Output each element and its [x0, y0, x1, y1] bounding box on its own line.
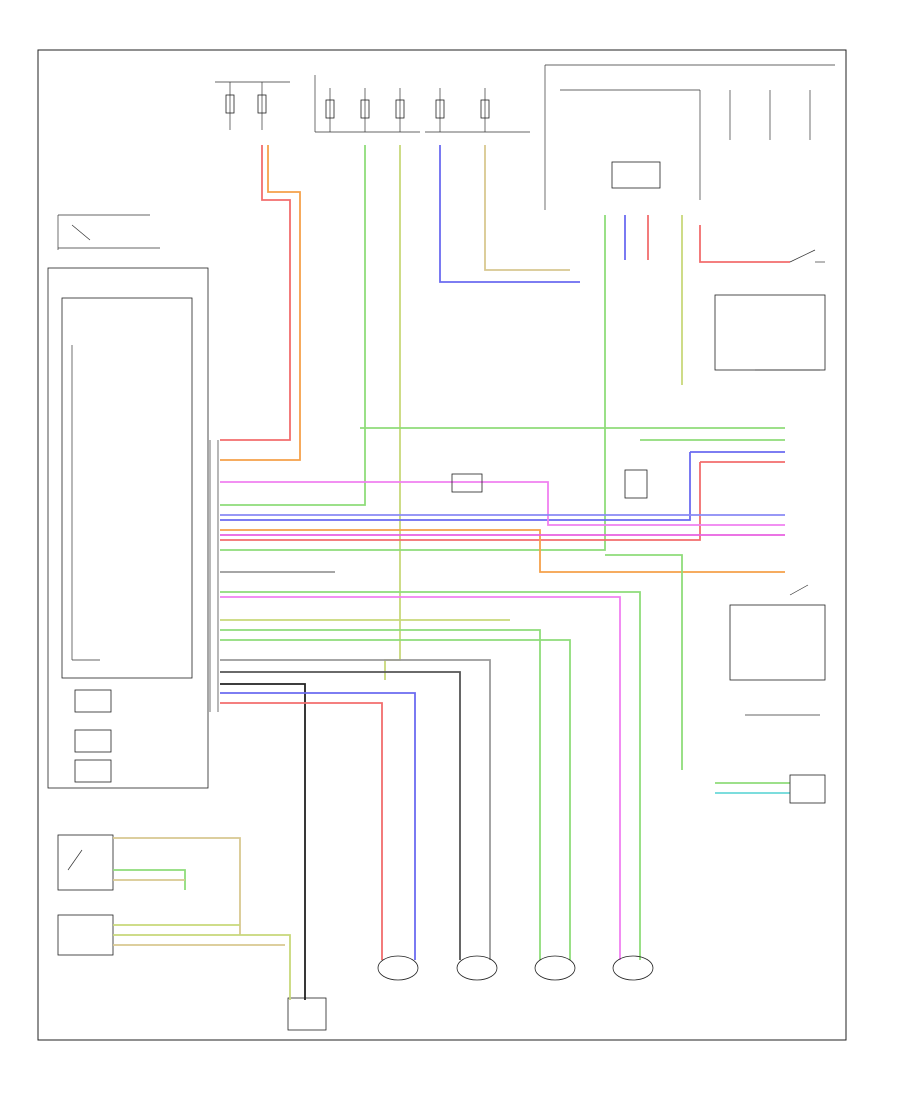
power-distribution-right: [544, 64, 835, 210]
wire-orange-main: [220, 145, 301, 461]
wire-green-lower-1: [220, 591, 641, 960]
wire-blue-bus: [220, 451, 785, 521]
switch-bottom-left: [57, 834, 114, 891]
relay-right: [714, 294, 826, 371]
wire-blue-fuse: [439, 145, 580, 283]
junction-center: [624, 469, 648, 499]
sensor-front-left: [456, 955, 498, 981]
connector-pin-column: [209, 440, 219, 712]
control-unit-main: [47, 267, 209, 789]
wire-pink-lower: [220, 596, 621, 960]
wire-tan-fuse: [484, 145, 570, 271]
wire-dark-gray-lower: [220, 671, 461, 960]
diagram-frame: [37, 49, 847, 1041]
wire-green-fuse: [220, 145, 366, 506]
wire-tan-bottom-left: [113, 837, 241, 935]
sensor-rear-right: [534, 955, 576, 981]
wire-red-main: [220, 145, 291, 441]
wire-red-brake: [699, 225, 790, 263]
wire-yellow-bottom-left: [113, 934, 291, 1000]
wire-red-bus: [220, 461, 785, 541]
fuse-box-top-mid: [314, 75, 420, 133]
fuse-box-top-right: [425, 88, 530, 133]
wire-green-power-down: [220, 215, 606, 551]
left-component-top: [57, 214, 160, 250]
wire-pink-bus: [220, 481, 785, 526]
fuse-box-top-left: [215, 81, 290, 130]
wire-red-lower: [220, 702, 383, 960]
wire-blue-lower: [220, 692, 416, 960]
wire-green-bottom-left: [113, 869, 186, 890]
module-bottom: [287, 997, 327, 1031]
unit-bottom-left: [57, 914, 114, 956]
connector-right-bottom: [745, 714, 826, 804]
switch-right-lower: [729, 584, 826, 681]
wire-green-right-drop: [605, 554, 683, 770]
brake-switch-right: [789, 249, 825, 263]
sensor-rear-left: [612, 955, 654, 981]
wire-orange-bus: [220, 529, 785, 573]
wire-green-lower-2: [220, 629, 541, 960]
wire-gray-lower: [220, 659, 491, 960]
wire-black-lower: [220, 683, 306, 1000]
wire-yellow-green-fuse: [384, 145, 401, 680]
sensor-front-right: [377, 955, 419, 981]
wire-green-lower-3: [220, 639, 571, 960]
connector-middle: [451, 473, 483, 493]
